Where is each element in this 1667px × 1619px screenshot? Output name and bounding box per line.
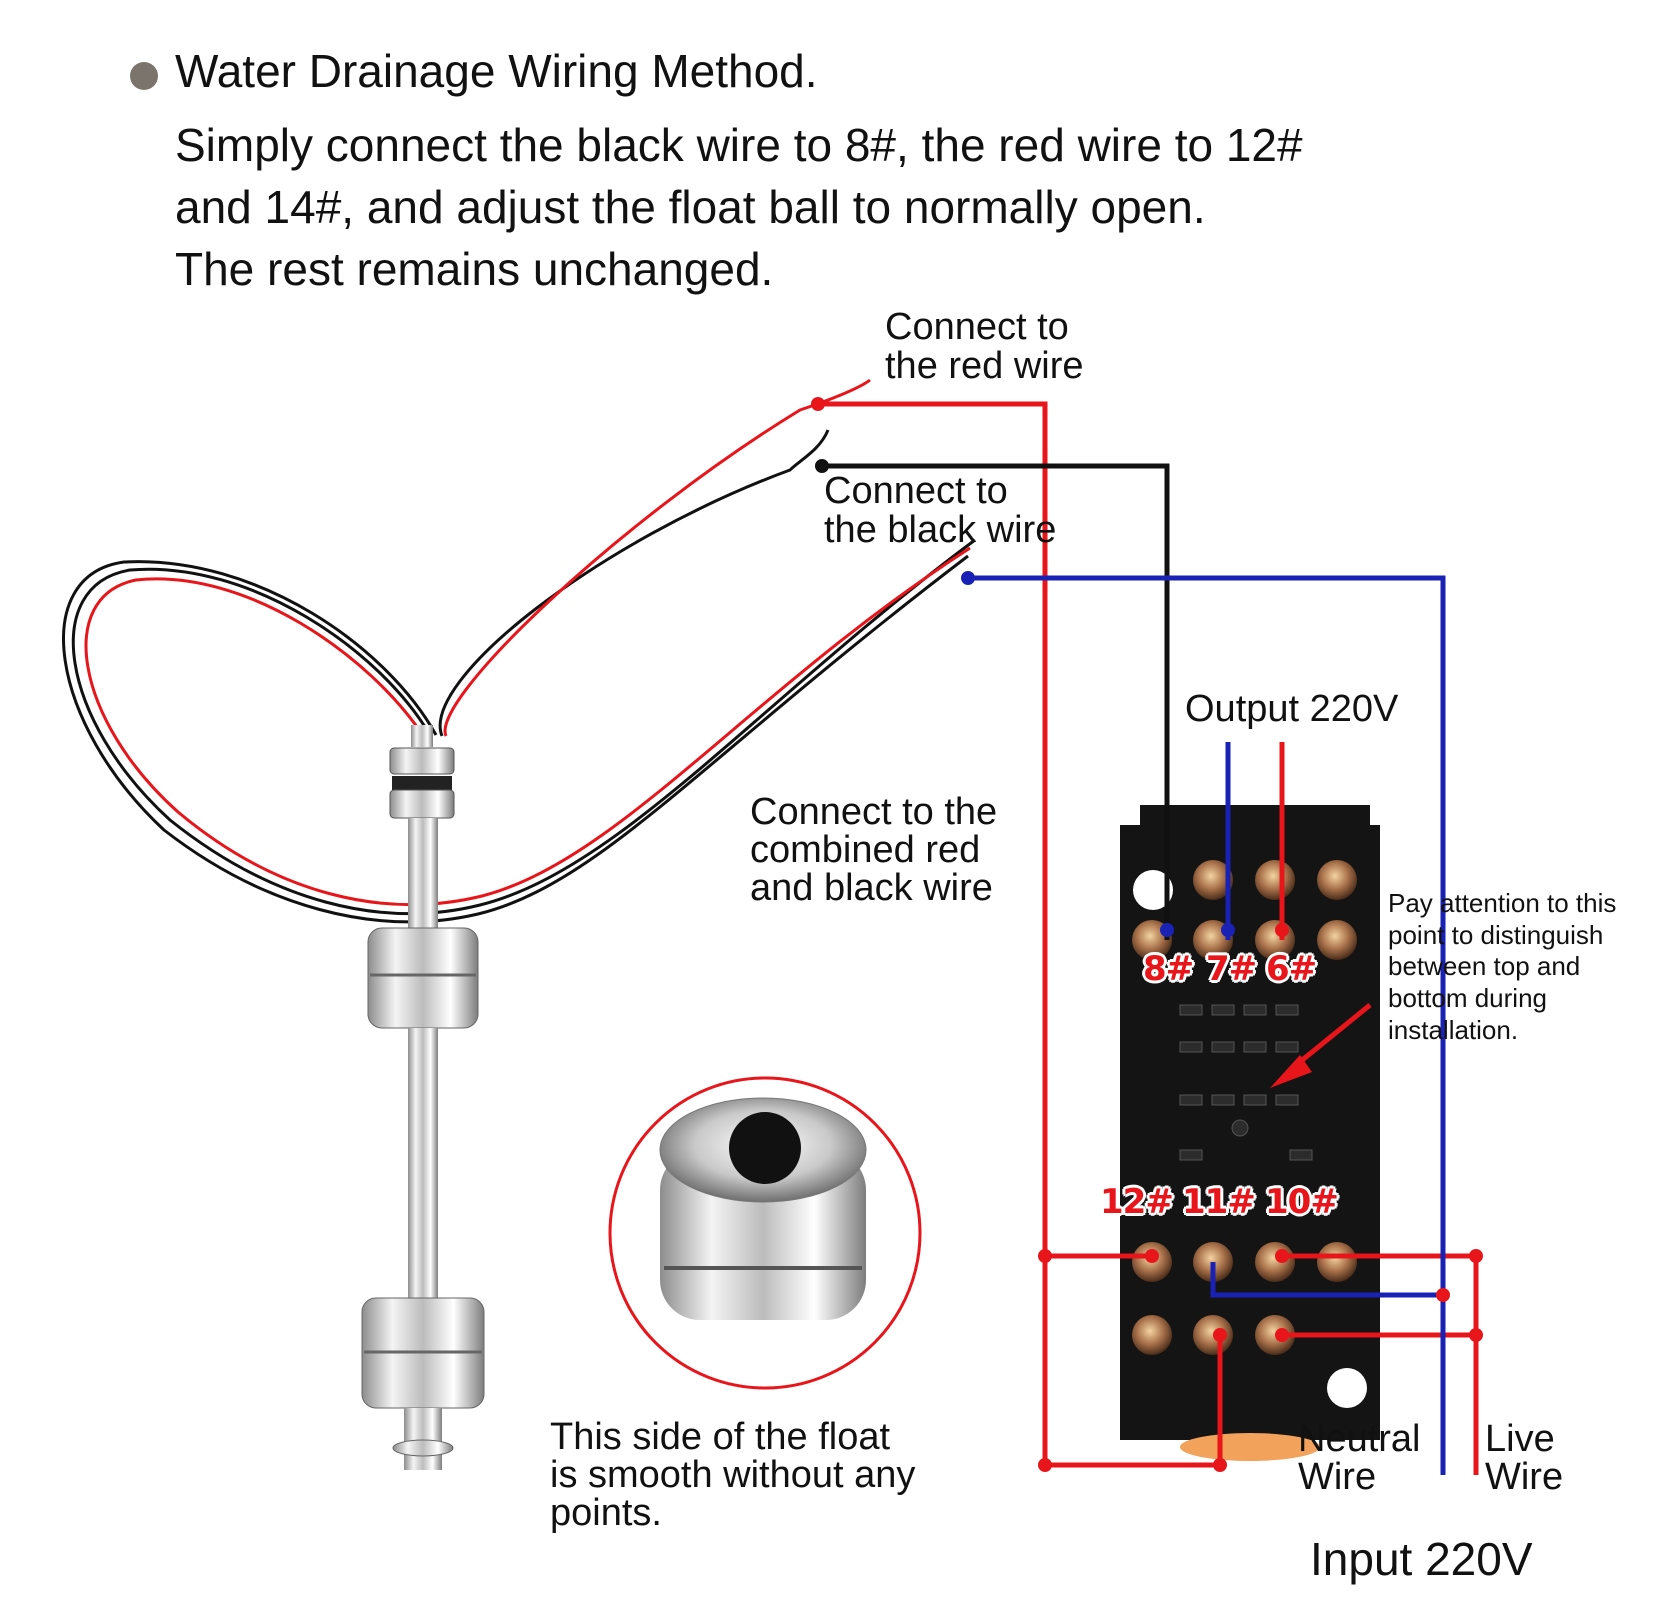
combined-wire-label-2: combined red bbox=[750, 829, 981, 871]
float-side-label-2: is smooth without any bbox=[550, 1454, 916, 1496]
combined-wire-label-1: Connect to the bbox=[750, 791, 998, 833]
instruction-line-1: Simply connect the black wire to 8#, the… bbox=[175, 119, 1303, 171]
blue-wire-path bbox=[968, 575, 1446, 1475]
attention-note-line-5: installation. bbox=[1388, 1014, 1519, 1045]
relay-socket bbox=[1120, 805, 1380, 1461]
red-wire-label-1: Connect to bbox=[885, 306, 1069, 348]
red-wire-label-2: the red wire bbox=[885, 345, 1084, 387]
live-wire-label-1: Live bbox=[1485, 1418, 1555, 1460]
attention-note-line-1: Pay attention to this bbox=[1388, 888, 1617, 918]
float-switch bbox=[361, 725, 485, 1470]
output-label: Output 220V bbox=[1185, 688, 1399, 730]
float-closeup bbox=[608, 1076, 922, 1390]
pin-7-label: 7# bbox=[1206, 949, 1257, 989]
pin-10-label: 10# bbox=[1265, 1182, 1339, 1222]
pin-8-label: 8# bbox=[1143, 949, 1194, 989]
combined-wire-label-3: and black wire bbox=[750, 867, 993, 909]
pin-11-label: 11# bbox=[1182, 1182, 1256, 1222]
instruction-line-3: The rest remains unchanged. bbox=[175, 243, 774, 295]
attention-note-line-4: bottom during bbox=[1388, 983, 1547, 1014]
attention-note-line-3: between top and bbox=[1388, 951, 1581, 982]
attention-note-line-2: point to distinguish bbox=[1388, 919, 1604, 950]
input-label: Input 220V bbox=[1310, 1533, 1533, 1585]
red-wire-path bbox=[818, 401, 1479, 1475]
black-wire-path bbox=[822, 463, 1170, 940]
attention-arrow bbox=[1270, 1003, 1372, 1088]
black-wire-label-1: Connect to bbox=[824, 470, 1008, 512]
neutral-wire-label-1: Neutral bbox=[1298, 1418, 1421, 1460]
float-switch-leads bbox=[62, 378, 976, 924]
live-wire-label-2: Wire bbox=[1485, 1456, 1564, 1498]
pin-12-label: 12# bbox=[1100, 1182, 1174, 1222]
wire-junctions bbox=[811, 397, 1483, 1472]
neutral-wire-label-2: Wire bbox=[1298, 1456, 1377, 1498]
black-wire-label-2: the black wire bbox=[824, 509, 1057, 551]
float-side-label-3: points. bbox=[550, 1492, 662, 1534]
attention-note: Pay attention to this point to distingui… bbox=[1388, 888, 1658, 1047]
heading: Water Drainage Wiring Method. bbox=[175, 45, 818, 97]
heading-bullet bbox=[130, 62, 158, 90]
instruction-line-2: and 14#, and adjust the float ball to no… bbox=[175, 181, 1206, 233]
pin-6-label: 6# bbox=[1266, 949, 1317, 989]
float-side-label-1: This side of the float bbox=[550, 1416, 891, 1458]
